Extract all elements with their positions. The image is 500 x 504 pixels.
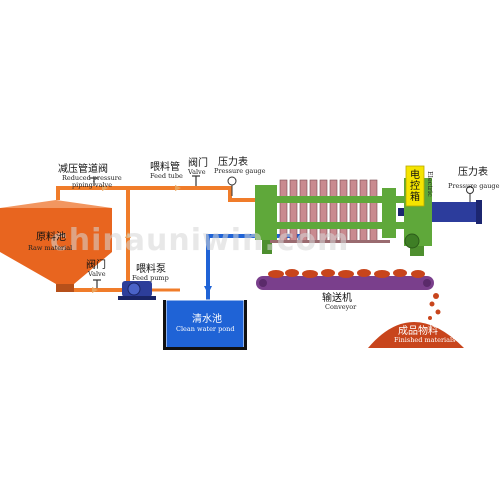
label-pressure-right-cn: 压力表 (458, 165, 488, 178)
label-pressure-right-en: Pressure gauge (448, 182, 500, 190)
arrow-icon (125, 232, 131, 238)
label-clean-en: Clean water pond (176, 325, 235, 333)
raw-material-tank (0, 200, 112, 292)
label-feed-tube-en: Feed tube (150, 172, 183, 180)
filter-press (255, 165, 482, 256)
electric-cn-1: 电 (410, 168, 420, 181)
watermark: chinauniwin.com (50, 223, 349, 258)
label-raw-en: Raw material (28, 244, 72, 252)
falling-material (428, 293, 441, 320)
flow-arrows (92, 185, 181, 293)
moving-head (382, 188, 396, 238)
pressure-gauge-left-icon (227, 176, 237, 196)
label-raw-cn: 原料池 (36, 230, 66, 243)
label-valve-bottom-en: Valve (87, 270, 106, 278)
label-pressure-left-cn: 压力表 (218, 155, 248, 168)
hydraulic-cylinder (432, 202, 476, 222)
valve-bottom-icon (93, 279, 101, 288)
valve-top-icon (90, 177, 98, 186)
roller-icon (423, 279, 431, 287)
roller-icon (259, 279, 267, 287)
label-electric-cn: 电 控 箱 (410, 168, 423, 203)
tank-outlet (56, 284, 74, 292)
drip-rail (270, 240, 390, 243)
bottom-beam (262, 222, 422, 229)
feed-pipe-top (56, 186, 262, 202)
fixed-head (255, 185, 277, 240)
arrow-icon (92, 287, 98, 293)
cylinder-cap (476, 200, 482, 224)
label-conveyor-en: Conveyor (325, 303, 357, 311)
label-valve-top-en: Valve (187, 168, 206, 176)
feed-pipe-bottom (66, 285, 128, 292)
feed-pump (118, 281, 156, 300)
label-conveyor-cn: 输送机 (322, 291, 352, 304)
label-feed-pump-cn: 喂料泵 (136, 262, 166, 275)
label-valve-top-cn: 阀门 (188, 156, 208, 169)
label-finished-cn: 成品物料 (398, 324, 438, 337)
tank-top (0, 200, 112, 208)
label-feed-tube-cn: 喂料管 (150, 160, 180, 173)
label-pressure-left-en: Pressure gauge (214, 167, 266, 175)
label-electric-en: Electric (426, 171, 434, 197)
filter-cake (268, 269, 425, 278)
tail-leg (410, 246, 424, 256)
label-finished-en: Finished materials (394, 336, 455, 344)
conveyor-belt (256, 276, 434, 290)
clean-water-pond (163, 299, 247, 350)
arrow-icon (175, 185, 181, 191)
electric-cn-3: 箱 (410, 190, 420, 203)
electric-control-box (405, 165, 425, 207)
label-reducing-valve-en2: piping valve (72, 181, 112, 189)
label-feed-pump-en: Feed pump (132, 274, 169, 282)
cylinder-rod (398, 208, 404, 216)
label-clean-cn: 清水池 (192, 312, 222, 325)
tank-body (0, 208, 112, 284)
valve-feed-icon (192, 175, 200, 186)
finished-materials-pile (368, 322, 464, 348)
top-beam (262, 196, 422, 203)
arrow-down-icon (204, 286, 212, 294)
electric-cn-2: 控 (410, 179, 420, 192)
arrow-icon (102, 185, 108, 191)
label-reducing-valve-en: Reduced pressure (62, 174, 122, 182)
conveyor (256, 269, 441, 320)
label-valve-bottom-cn: 阀门 (86, 258, 106, 271)
handwheel-icon (404, 233, 420, 249)
label-reducing-valve-cn: 减压管道阀 (58, 162, 108, 175)
pressure-gauge-right-icon (466, 186, 474, 203)
head-leg (262, 240, 272, 254)
